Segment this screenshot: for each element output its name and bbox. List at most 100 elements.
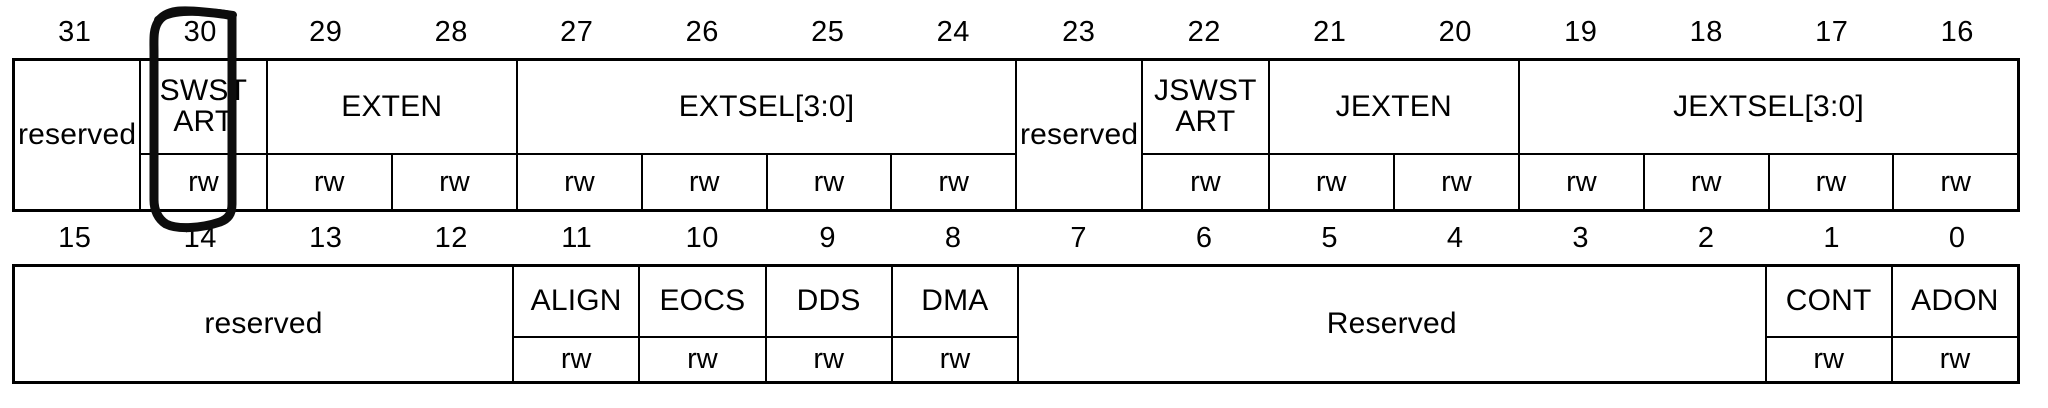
access-cell-rw: rw [560,343,592,375]
field-name-label: JEXTSEL[3:0] [1673,89,1864,123]
access-cell-rw: rw [1813,343,1844,375]
access-cell-rw: rw [518,155,643,209]
bit-number-12: 12 [434,222,468,254]
field-name-label: reserved [17,117,137,151]
bit-number-20: 20 [1438,16,1472,48]
access-row: rw [766,336,891,381]
field-align: ALIGN rw [514,267,641,381]
bit-number-9: 9 [819,222,837,254]
access-row: rw [1143,153,1268,209]
field-dma: DMA rw [892,267,1019,381]
field-name-label: JEXTEN [1335,89,1452,123]
bit-number-15: 15 [58,222,92,254]
field-name-label: reserved [1019,117,1139,151]
field-reserved: Reserved [1019,267,1767,381]
access-cell-rw: rw [1520,155,1645,209]
bit-number-22: 22 [1187,16,1221,48]
bit-number-19: 19 [1564,16,1598,48]
access-row: rw [141,153,266,209]
field-exten: EXTEN rw rw [267,61,518,209]
field-name-label: DDS [796,284,861,318]
field-reserved: reserved [15,267,514,381]
bit-number-6: 6 [1195,222,1213,254]
field-dds: DDS rw [766,267,893,381]
bit-number-7: 7 [1070,222,1088,254]
access-cell-rw: rw [939,343,971,375]
bit-number-10: 10 [685,222,719,254]
access-row: rw [1766,336,1891,381]
bit-number-29: 29 [309,16,343,48]
access-cell-rw: rw [687,343,718,375]
field-name-label: EXTEN [341,89,443,123]
bit-number-26: 26 [685,16,719,48]
bit-number-28: 28 [434,16,468,48]
access-cell-rw: rw [1770,155,1895,209]
field-jswstart: JSWST ART rw [1143,61,1270,209]
access-row: rw rw [1269,153,1518,209]
field-name-label: reserved [204,306,323,340]
access-cell-rw: rw [813,343,844,375]
access-cell-rw: rw [1940,165,1971,198]
bit-number-2: 2 [1697,222,1715,254]
field-name-label: ALIGN [530,284,622,318]
field-name-label: SWST ART [159,74,248,138]
bit-number-5: 5 [1321,222,1339,254]
access-cell-rw: rw [643,155,768,209]
bit-number-13: 13 [309,222,343,254]
field-jexten: JEXTEN rw rw [1269,61,1520,209]
field-name-label: CONT [1785,284,1872,318]
bit-number-1: 1 [1823,222,1841,254]
access-cell-rw: rw [1645,155,1770,209]
bit-number-18: 18 [1689,16,1723,48]
field-name-label: JSWST ART [1154,74,1257,138]
bit-number-31: 31 [58,16,92,48]
field-name-label: Reserved [1326,306,1457,340]
bit-number-17: 17 [1815,16,1849,48]
field-reserved: reserved [1017,61,1144,209]
access-cell-rw: rw [188,165,219,198]
field-name-label: EXTSEL[3:0] [678,89,855,123]
bit-number-16: 16 [1940,16,1974,48]
field-cont: CONT rw [1766,267,1893,381]
bit-number-30: 30 [183,16,217,48]
access-cell-rw: rw [1441,165,1472,198]
bit-number-row-high: 31 30 29 28 27 26 25 24 23 22 21 20 19 18 17 16 [12,8,2020,56]
bit-number-21: 21 [1313,16,1347,48]
bit-number-8: 8 [944,222,962,254]
field-swstart: SWST ART rw [141,61,268,209]
access-row: rw [1892,336,2017,381]
field-reserved: reserved [15,61,142,209]
access-row: rw [892,336,1017,381]
bit-number-11: 11 [561,222,593,254]
access-cell-rw: rw [768,155,893,209]
register-row-low: reserved ALIGN rw EOCS rw DDS rw DMA rw Reserved C… [12,264,2020,384]
field-name-label: DMA [921,284,989,318]
access-cell-rw: rw [938,165,969,198]
field-adon: ADON rw [1892,267,2017,381]
bit-number-24: 24 [936,16,970,48]
access-cell-rw: rw [1270,155,1395,209]
bit-number-4: 4 [1446,222,1464,254]
bit-number-27: 27 [560,16,594,48]
access-cell-rw: rw [268,155,393,209]
access-row: rw [640,336,765,381]
access-row: rw rw [267,153,516,209]
bit-number-25: 25 [811,16,845,48]
field-name-label: EOCS [659,284,746,318]
field-name-label: ADON [1911,284,1999,318]
field-eocs: EOCS rw [640,267,767,381]
access-cell-rw: rw [1939,343,1971,375]
bit-number-3: 3 [1572,222,1590,254]
bit-number-23: 23 [1062,16,1096,48]
access-cell-rw: rw [439,165,470,198]
access-row: rw [514,336,639,381]
access-cell-rw: rw [1190,165,1221,198]
bit-number-0: 0 [1948,222,1966,254]
